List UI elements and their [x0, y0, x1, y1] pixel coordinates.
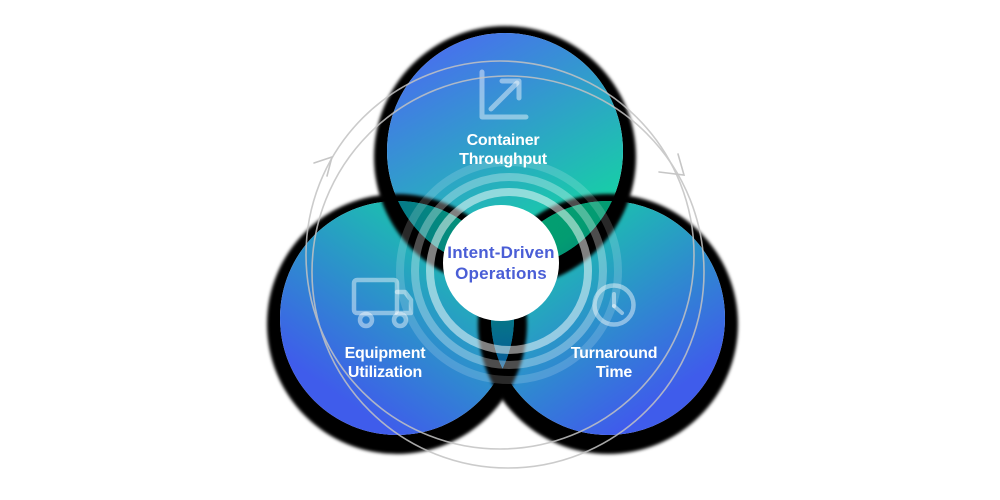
label-container-throughput-line1: Container: [466, 132, 540, 149]
label-equipment-utilization-line2: Utilization: [347, 364, 423, 381]
label-equipment-utilization: Equipment Utilization: [295, 344, 475, 382]
center-hub: Intent-Driven Operations: [443, 205, 559, 321]
label-turnaround-time: Turnaround Time: [524, 344, 704, 382]
line-chart-growth-icon: [472, 67, 532, 127]
orbit-arrowhead-left-icon: [313, 155, 334, 177]
label-equipment-utilization-line1: Equipment: [344, 345, 426, 362]
center-hub-label: Intent-Driven Operations: [447, 242, 554, 284]
truck-icon: [349, 277, 415, 329]
orbit-arrowhead-right-icon: [658, 153, 686, 176]
label-container-throughput: Container Throughput: [413, 131, 593, 169]
label-container-throughput-line2: Throughput: [459, 151, 547, 168]
center-hub-label-line1: Intent-Driven: [447, 243, 555, 262]
label-turnaround-time-line2: Time: [595, 364, 633, 381]
center-hub-label-line2: Operations: [455, 264, 547, 283]
label-turnaround-time-line1: Turnaround: [570, 345, 658, 362]
clock-icon: [590, 281, 638, 329]
